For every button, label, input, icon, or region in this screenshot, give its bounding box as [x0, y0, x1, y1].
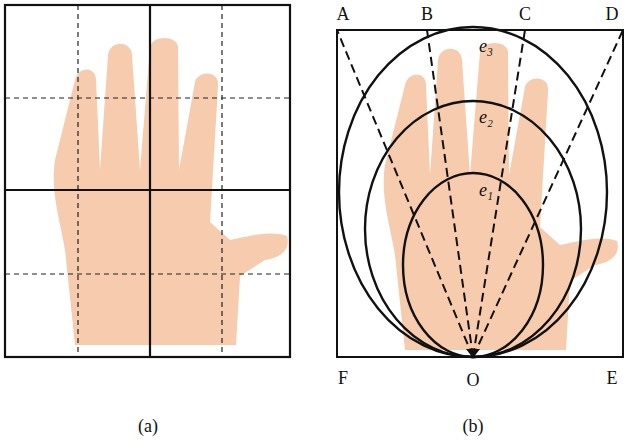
point-label: D: [606, 5, 619, 23]
panel-caption: (b): [463, 417, 484, 435]
point-label: A: [337, 5, 350, 23]
hand-shape: [54, 38, 288, 345]
ellipse-label: e₁: [479, 181, 493, 199]
point-label: B: [421, 5, 433, 23]
ellipse-label: e₂: [479, 108, 493, 126]
point-label: E: [607, 369, 618, 387]
point-label: F: [338, 369, 348, 387]
panel-caption: (a): [138, 417, 158, 435]
panel-b: [337, 27, 623, 358]
hand-shape: [384, 43, 618, 350]
point-label: C: [519, 5, 531, 23]
panel-a: [5, 5, 290, 357]
ellipse-label: e₃: [479, 37, 493, 55]
point-label: O: [467, 371, 480, 389]
